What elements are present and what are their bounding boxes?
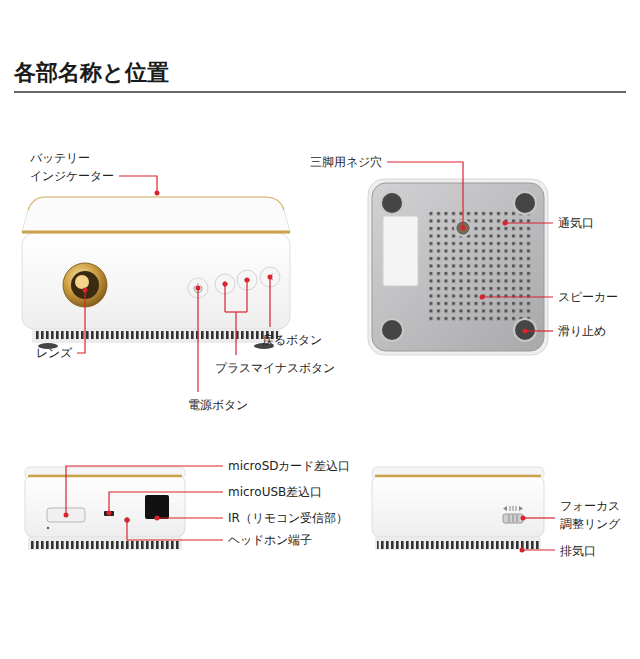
part-label: バッテリー インジケーター — [30, 149, 130, 185]
title-rule — [14, 91, 626, 93]
part-label: フォーカス 調整リング — [560, 497, 635, 533]
part-label: ヘッドホン端子 — [228, 532, 312, 548]
projector-bottom-view — [368, 179, 548, 355]
part-label: 排気口 — [560, 543, 596, 559]
projector-port-side-view — [25, 467, 185, 550]
part-label: プラスマイナスボタン — [215, 360, 335, 376]
part-label: 滑り止め — [558, 323, 606, 339]
part-label: microUSB差込口 — [228, 484, 322, 500]
part-label: 戻るボタン — [262, 332, 322, 348]
page-title: 各部名称と位置 — [14, 58, 169, 88]
part-label: microSDカード差込口 — [228, 458, 351, 474]
leader-dots — [64, 191, 528, 553]
part-label: スピーカー — [558, 289, 618, 305]
projector-focus-side-view — [372, 467, 544, 550]
part-label: 三脚用ネジ穴 — [310, 154, 382, 170]
part-label: 通気口 — [558, 215, 594, 231]
part-label: IR（リモコン受信部） — [228, 510, 348, 526]
part-label: 電源ボタン — [188, 397, 248, 413]
leader-lines — [66, 162, 555, 550]
projector-front-view — [22, 197, 290, 349]
part-label: レンズ — [36, 345, 72, 361]
